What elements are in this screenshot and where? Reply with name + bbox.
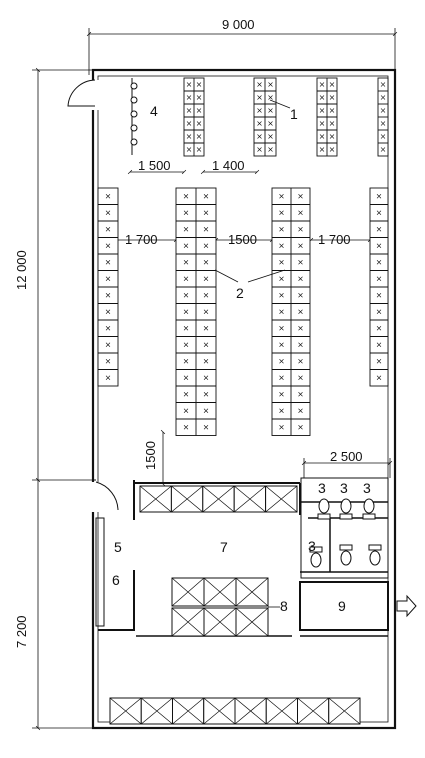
label-3-a: 3 — [318, 480, 326, 496]
toilet-icon — [362, 498, 376, 520]
pallet-row — [171, 607, 269, 637]
label-5: 5 — [114, 539, 122, 555]
dim-aisle-left: 1 700 — [125, 232, 158, 247]
storage-rack — [369, 187, 389, 387]
label-3-b: 3 — [340, 480, 348, 496]
storage-rack — [377, 77, 389, 157]
dim-upper-height: 12 000 — [14, 250, 29, 290]
label-9: 9 — [338, 598, 346, 614]
storage-rack — [97, 187, 119, 387]
label-2: 2 — [236, 285, 244, 301]
toilet-icon — [339, 498, 353, 520]
toilet-icon — [309, 546, 323, 568]
upper-storage-racks — [97, 77, 389, 436]
dim-lower-height: 7 200 — [14, 615, 29, 648]
dim-gap-wall-to-rack: 1 500 — [138, 158, 171, 173]
exit-arrow-icon — [396, 594, 417, 618]
dim-gap-rack-to-rack-top: 1 400 — [212, 158, 245, 173]
dim-aisle-center: 1500 — [228, 232, 257, 247]
label-1: 1 — [290, 106, 298, 122]
door-swing-icon — [67, 79, 100, 110]
door-swing-icon — [90, 481, 119, 512]
storage-rack — [183, 77, 205, 157]
storage-rack — [271, 187, 311, 436]
label-7: 7 — [220, 539, 228, 555]
cabinet-row — [139, 485, 298, 513]
storage-rack — [253, 77, 277, 157]
coat-hooks — [130, 78, 138, 155]
dim-overall-width: 9 000 — [222, 17, 255, 32]
toilet-icon — [317, 498, 331, 520]
label-3-d: 3 — [308, 538, 316, 554]
dim-gap-vertical: 1500 — [143, 441, 158, 470]
leader-lines — [214, 99, 291, 608]
dim-toilet-block-width: 2 500 — [330, 449, 363, 464]
toilet-fixtures — [309, 498, 382, 568]
pallet-row — [171, 577, 269, 607]
pallet-row — [109, 697, 361, 725]
dim-aisle-right: 1 700 — [318, 232, 351, 247]
dimension-lines — [32, 28, 398, 731]
storage-rack — [316, 77, 338, 157]
storage-rack — [175, 187, 217, 436]
label-8: 8 — [280, 598, 288, 614]
toilet-icon — [368, 544, 382, 566]
label-3-c: 3 — [363, 480, 371, 496]
storage-boxes — [109, 485, 361, 725]
label-6: 6 — [112, 572, 120, 588]
label-4: 4 — [150, 103, 158, 119]
toilet-icon — [339, 544, 353, 566]
